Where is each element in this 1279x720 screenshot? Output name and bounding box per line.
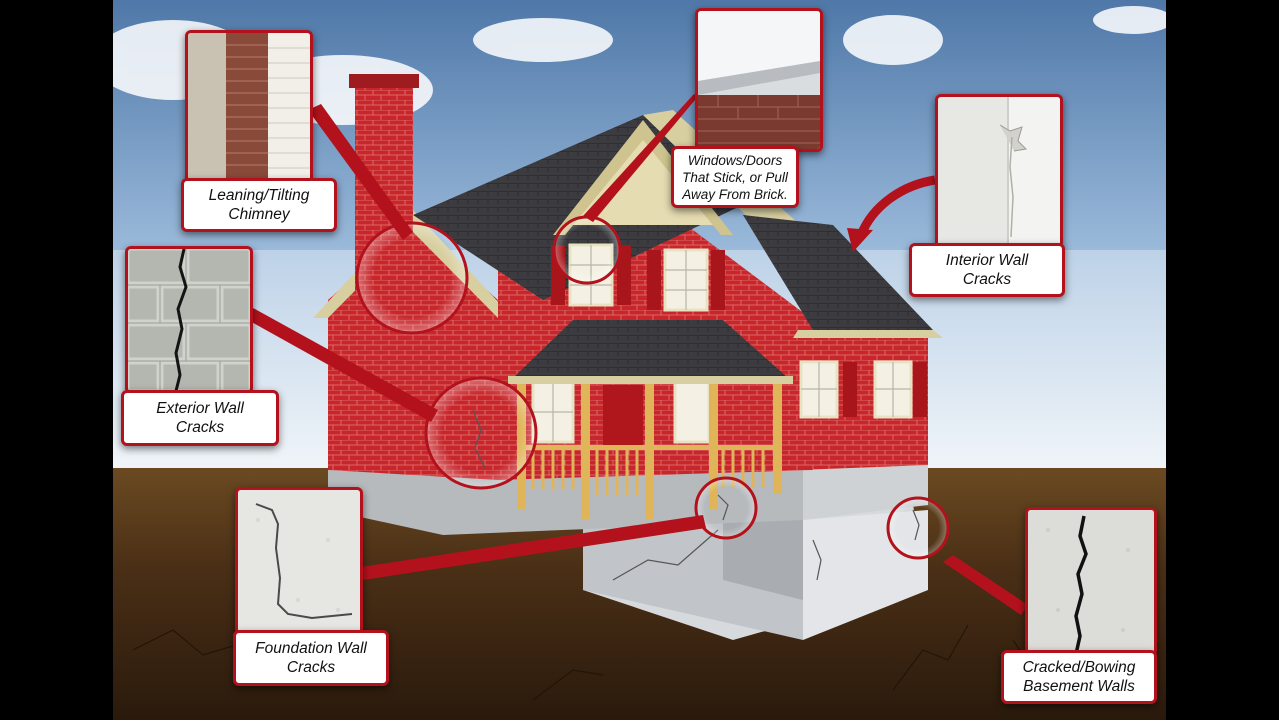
- foundation-crack-photo-icon: [235, 487, 363, 635]
- interior-wall-photo-icon: [935, 94, 1063, 248]
- exterior-label: Exterior Wall Cracks: [121, 390, 279, 446]
- brick-crack-photo-icon: [125, 246, 253, 394]
- interior-label-text: Interior Wall Cracks: [945, 252, 1029, 288]
- basement-crack-photo-icon: [1025, 507, 1157, 657]
- exterior-label-text: Exterior Wall Cracks: [156, 400, 244, 436]
- basement-label: Cracked/Bowing Basement Walls: [1001, 650, 1157, 704]
- chimney-photo-icon: [185, 30, 313, 184]
- basement-label-text: Cracked/Bowing Basement Walls: [1022, 659, 1136, 695]
- windows-label: Windows/Doors That Stick, or Pull Away F…: [671, 146, 799, 208]
- chimney-label-text: Leaning/Tilting Chimney: [208, 187, 310, 223]
- foundation-label: Foundation Wall Cracks: [233, 630, 389, 686]
- windows-label-text: Windows/Doors That Stick, or Pull Away F…: [682, 152, 788, 202]
- window-sill-photo-icon: [695, 8, 823, 152]
- chimney-label: Leaning/Tilting Chimney: [181, 178, 337, 232]
- diagram-stage: Leaning/Tilting Chimney Windows/Doors Th…: [113, 0, 1166, 720]
- interior-label: Interior Wall Cracks: [909, 243, 1065, 297]
- foundation-label-text: Foundation Wall Cracks: [255, 640, 367, 676]
